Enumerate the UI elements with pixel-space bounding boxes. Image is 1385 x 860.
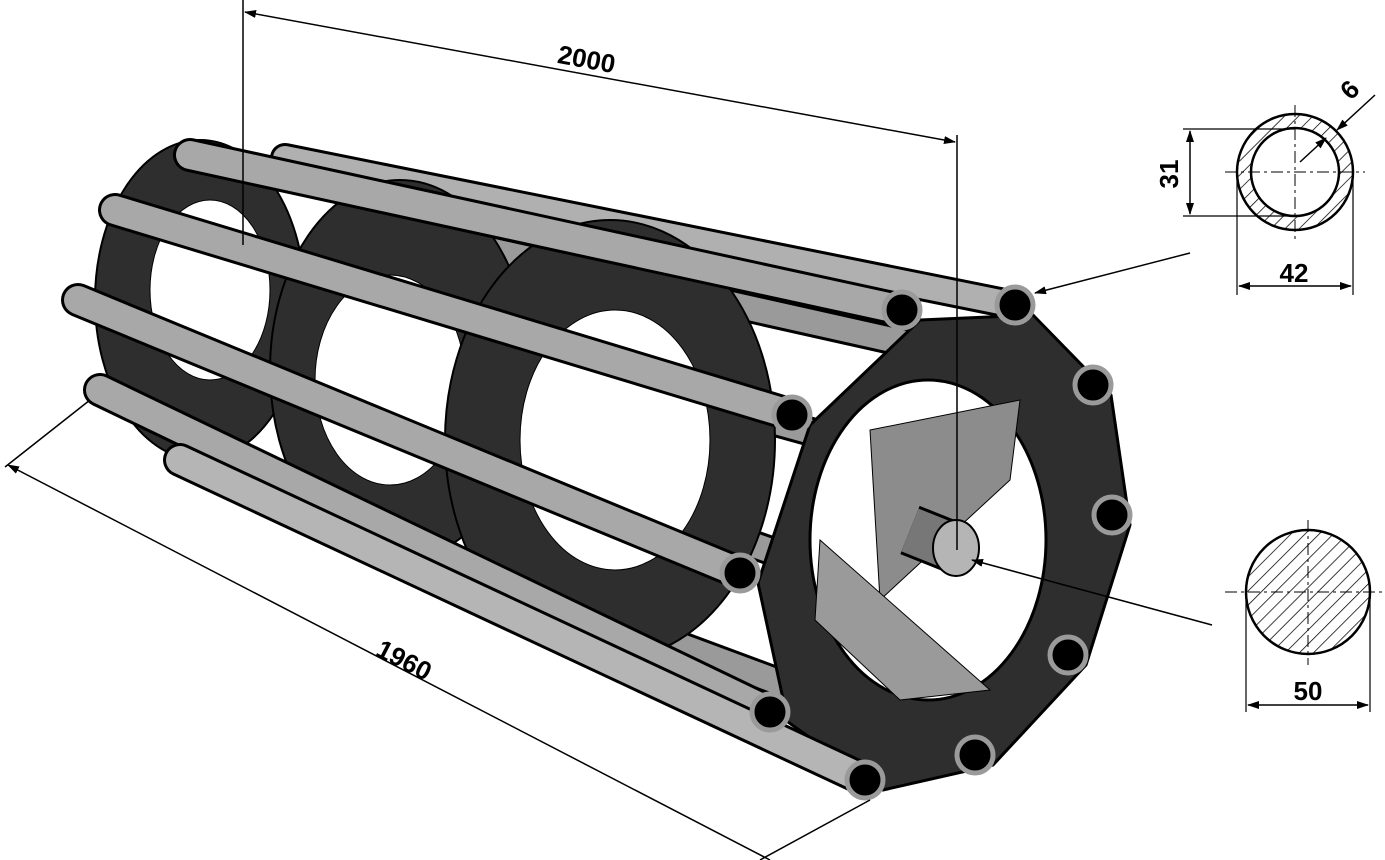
dimension-label-50: 50 [1294,676,1323,706]
dimension-label-42: 42 [1280,258,1309,288]
rod-ends [719,284,1133,801]
dimension-2000 [242,0,958,550]
front-rods [61,138,919,797]
dimension-1960 [4,399,871,860]
tube-cross-section [1034,94,1376,295]
dimension-label-6: 6 [1334,74,1365,105]
dimension-label-2000: 2000 [555,39,617,79]
shaft-cross-section [971,520,1385,712]
shaft [900,505,980,577]
dimension-label-31: 31 [1154,160,1184,189]
front-end-disk [756,313,1132,792]
dimension-label-1960: 1960 [372,633,437,686]
